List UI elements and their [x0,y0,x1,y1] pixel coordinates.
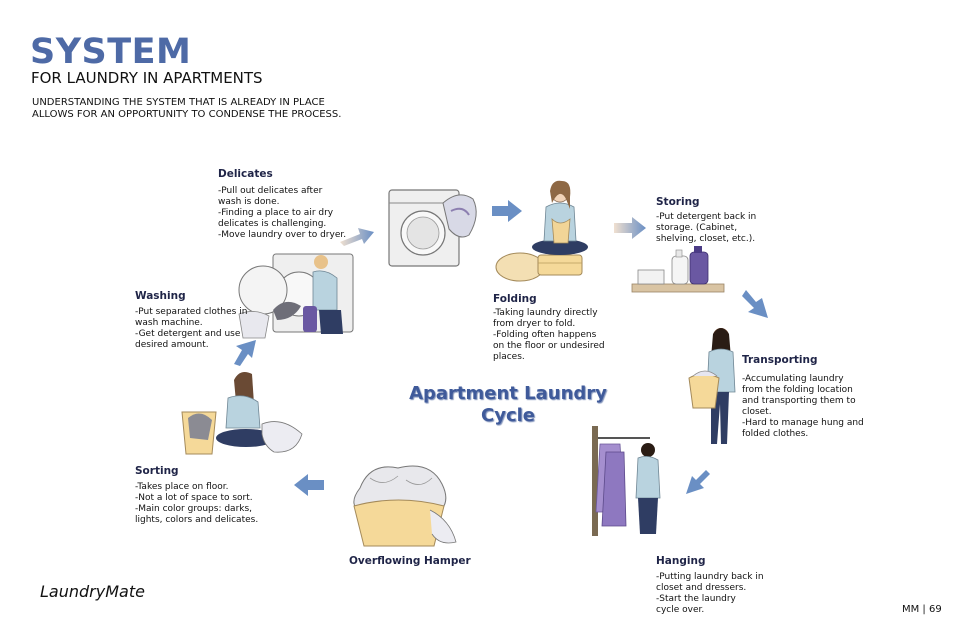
intro-line: ALLOWS FOR AN OPPORTUNITY TO CONDENSE TH… [32,109,342,120]
step-line: -Accumulating laundry [742,374,844,384]
brand-logo: LaundryMate [40,582,145,601]
transporting-illustration [688,328,736,444]
step-desc-transporting: -Accumulating laundry from the folding l… [742,374,864,440]
step-line: folded clothes. [742,429,809,439]
step-title-transporting: Transporting [742,354,818,366]
step-line: -Putting laundry back in [656,572,764,582]
hanging-illustration [592,426,661,536]
step-line: from dryer to fold. [493,319,576,329]
step-line: shelving, closet, etc.). [656,234,756,244]
cycle-title-line: Cycle [481,405,535,426]
washing-illustration [238,253,354,339]
step-line: -Put detergent back in [656,212,757,222]
step-line: wash machine. [135,318,203,328]
step-line: -Get detergent and use [135,329,241,339]
page-title: SYSTEM [30,32,192,72]
arrow-icon [742,290,768,318]
step-line: -Not a lot of space to sort. [135,493,253,503]
step-line: storage. (Cabinet, [656,223,738,233]
step-line: closet and dressers. [656,583,747,593]
intro-line: UNDERSTANDING THE SYSTEM THAT IS ALREADY… [32,97,325,108]
step-line: -Takes place on floor. [135,482,229,492]
arrow-icon [686,470,710,494]
step-title-delicates: Delicates [218,168,273,180]
step-line: -Move laundry over to dryer. [218,230,347,240]
step-desc-folding: -Taking laundry directly from dryer to f… [493,308,605,363]
step-line: delicates is challenging. [218,219,327,229]
step-line: lights, colors and delicates. [135,515,259,525]
step-line: -Pull out delicates after [218,186,323,196]
step-line: -Put separated clothes in [135,307,248,317]
arrow-icon [492,200,522,222]
intro-text: UNDERSTANDING THE SYSTEM THAT IS ALREADY… [32,97,341,121]
page-number: MM | 69 [902,604,942,615]
step-title-washing: Washing [135,290,186,302]
arrow-icon [294,474,324,496]
step-line: closet. [742,407,772,417]
step-line: cycle over. [656,605,705,615]
step-line: -Folding often happens [493,330,597,340]
hamper-illustration [353,465,457,547]
cycle-title: Apartment Laundry Cycle [408,383,608,427]
step-title-overflowing-hamper: Overflowing Hamper [349,555,471,567]
step-desc-sorting: -Takes place on floor. -Not a lot of spa… [135,482,258,526]
step-line: -Hard to manage hung and [742,418,864,428]
step-desc-delicates: -Pull out delicates after wash is done. … [218,186,346,241]
step-title-folding: Folding [493,293,537,305]
page-subtitle: FOR LAUNDRY IN APARTMENTS [31,69,263,87]
step-line: -Taking laundry directly [493,308,598,318]
step-line: on the floor or undesired [493,341,605,351]
folding-illustration [495,180,588,282]
step-line: desired amount. [135,340,209,350]
storing-illustration [631,246,725,293]
arrow-icon [234,340,256,366]
cycle-title-line: Apartment Laundry [409,383,607,404]
step-line: -Main color groups: darks, [135,504,253,514]
step-title-sorting: Sorting [135,465,179,477]
step-line: -Finding a place to air dry [218,208,334,218]
step-title-hanging: Hanging [656,555,706,567]
step-line: and transporting them to [742,396,856,406]
sorting-illustration [181,372,303,455]
step-desc-hanging: -Putting laundry back in closet and dres… [656,572,764,616]
step-line: -Start the laundry [656,594,736,604]
step-line: wash is done. [218,197,280,207]
arrow-icon [614,217,646,239]
step-line: from the folding location [742,385,853,395]
step-line: places. [493,352,525,362]
step-title-storing: Storing [656,196,700,208]
step-desc-washing: -Put separated clothes in wash machine. … [135,307,247,351]
step-desc-storing: -Put detergent back in storage. (Cabinet… [656,212,756,245]
arrow-icon [340,228,374,246]
dryer-illustration [388,189,477,267]
